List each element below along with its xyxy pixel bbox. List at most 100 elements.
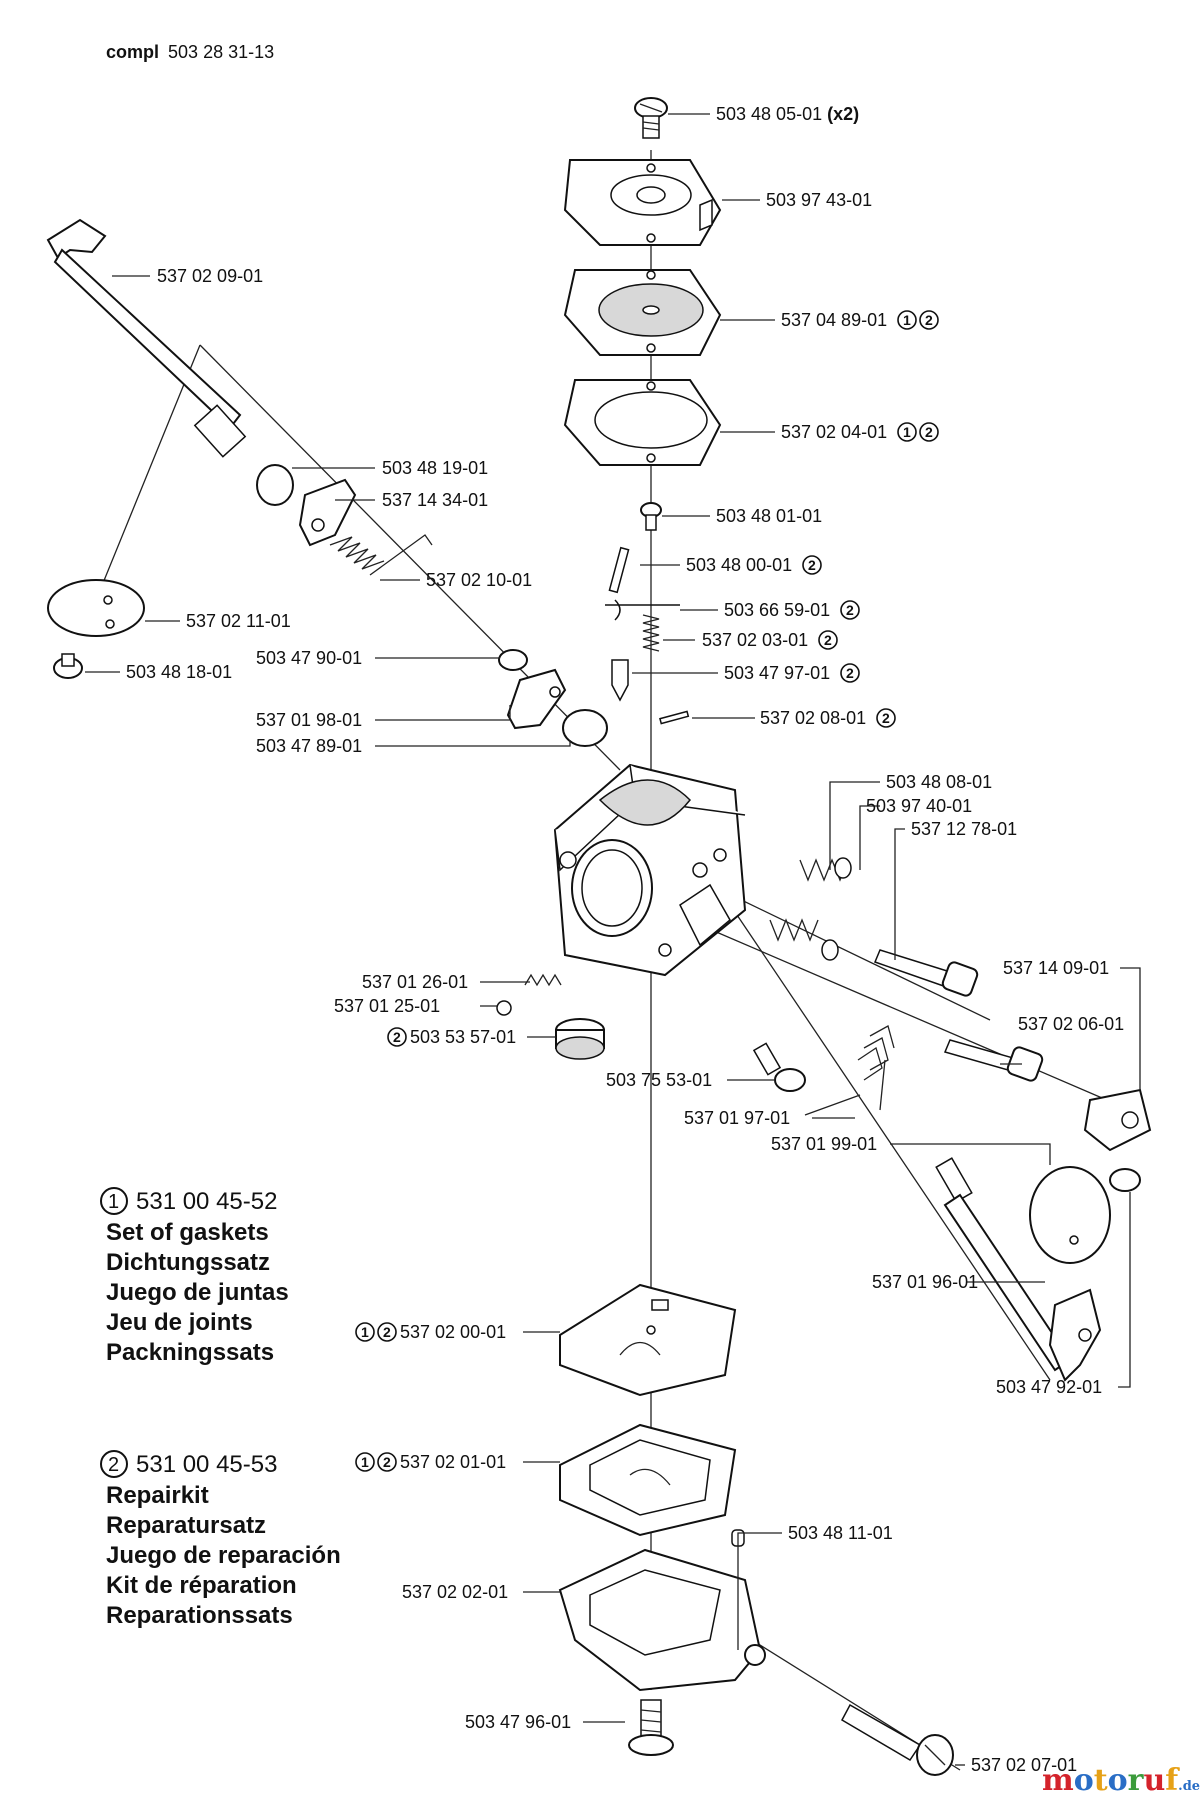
badge-p32-2: 2: [377, 1322, 397, 1342]
bottom-screw-drawing: [628, 1699, 674, 1756]
part-label-p01: 503 48 05-01(x2): [716, 104, 859, 124]
svg-text:2: 2: [925, 424, 933, 440]
part-label-p23: 537 14 09-01: [1003, 958, 1109, 978]
svg-text:2: 2: [808, 557, 816, 573]
part-label-p24: 537 01 26-01: [362, 972, 468, 992]
badge-p34-2: 2: [377, 1452, 397, 1472]
svg-text:2: 2: [383, 1454, 391, 1470]
svg-text:1: 1: [108, 1191, 119, 1213]
carburetor-body-drawing: [553, 763, 747, 977]
kit-name-1-en: Set of gaskets: [106, 1219, 269, 1246]
header-prefix: compl: [106, 42, 159, 62]
part-label-p21: 503 97 40-01: [866, 796, 972, 816]
kit-name-1-fr: Jeu de joints: [106, 1309, 253, 1336]
part-label-p20: 503 48 08-01: [886, 772, 992, 792]
part-drawings: [46, 97, 1152, 1776]
throttle-shaft-drawing: [46, 218, 433, 576]
kit-name-1-de: Dichtungssatz: [106, 1249, 270, 1276]
badge-p03-2: 2: [919, 310, 939, 330]
svg-text:2: 2: [393, 1029, 401, 1045]
svg-text:2: 2: [383, 1324, 391, 1340]
svg-text:1: 1: [361, 1454, 369, 1470]
part-label-p14: 503 47 90-01: [256, 648, 362, 668]
part-label-p15: 503 48 18-01: [126, 662, 232, 682]
kit-number-2: 531 00 45-53: [136, 1451, 277, 1478]
part-label-p16: 503 47 97-01: [724, 663, 830, 683]
kit-name-2-fr: Kit de réparation: [106, 1572, 297, 1599]
part-label-p11: 537 02 11-01: [186, 611, 291, 631]
kit-name-1-es: Juego de juntas: [106, 1279, 289, 1306]
cover-plate-drawing: [563, 159, 722, 246]
svg-text:2: 2: [882, 710, 890, 726]
part-label-p10: 537 02 10-01: [426, 570, 532, 590]
part-label-p32: 537 02 00-01: [400, 1322, 506, 1342]
throttle-plate-drawing: [47, 579, 145, 679]
part-label-p38: 537 02 07-01: [971, 1755, 1077, 1775]
kit-name-1-sv: Packningssats: [106, 1339, 274, 1366]
part-label-p07: 537 14 34-01: [382, 490, 488, 510]
kit-name-2-en: Repairkit: [106, 1482, 209, 1509]
kit-badge-1: 1: [100, 1187, 128, 1215]
watermark-logo: motoruf.de: [1042, 1763, 1200, 1798]
kit-name-2-sv: Reparationssats: [106, 1602, 293, 1629]
svg-text:2: 2: [824, 632, 832, 648]
kit-legend-gaskets: 1 531 00 45-52 Set of gaskets Dichtungss…: [100, 1187, 289, 1366]
svg-text:1: 1: [361, 1324, 369, 1340]
part-label-p22: 537 12 78-01: [911, 819, 1017, 839]
badge-p12-1: 2: [840, 600, 860, 620]
badge-p34-1: 1: [355, 1452, 375, 1472]
badge-p03-1: 1: [897, 310, 917, 330]
kit-legend-repair: 2 531 00 45-53 Repairkit Reparatursatz J…: [100, 1450, 341, 1629]
part-labels: 503 48 05-01(x2) 503 97 43-01 537 04 89-…: [126, 104, 1124, 1775]
svg-text:1: 1: [903, 424, 911, 440]
part-label-p12: 503 66 59-01: [724, 600, 830, 620]
svg-text:2: 2: [846, 665, 854, 681]
pump-cover-drawing: [558, 1529, 766, 1692]
svg-text:2: 2: [925, 312, 933, 328]
part-label-p19: 503 47 89-01: [256, 736, 362, 756]
part-label-p08: 503 48 01-01: [716, 506, 822, 526]
part-label-p18: 537 01 98-01: [256, 710, 362, 730]
small-screw-drawing: [640, 502, 662, 531]
kit-name-2-de: Reparatursatz: [106, 1512, 266, 1539]
lower-gasket-drawing: [559, 1283, 737, 1397]
badge-p16-1: 2: [840, 663, 860, 683]
badge-p09-1: 2: [802, 555, 822, 575]
badge-p32-1: 1: [355, 1322, 375, 1342]
kit-number-1: 531 00 45-52: [136, 1188, 277, 1215]
part-label-p02: 503 97 43-01: [766, 190, 872, 210]
choke-shaft-drawing: [935, 1157, 1141, 1382]
part-label-p28: 503 75 53-01: [606, 1070, 712, 1090]
badge-p27-1: 2: [387, 1027, 407, 1047]
badge-p17-1: 2: [876, 708, 896, 728]
part-label-p31: 537 01 96-01: [872, 1272, 978, 1292]
svg-text:2: 2: [108, 1454, 119, 1476]
part-label-p03: 537 04 89-01: [781, 310, 887, 330]
part-label-p09: 503 48 00-01: [686, 555, 792, 575]
badge-p05-1: 1: [897, 422, 917, 442]
part-label-p27: 503 53 57-01: [410, 1027, 516, 1047]
part-label-p17: 537 02 08-01: [760, 708, 866, 728]
part-label-p35: 503 48 11-01: [788, 1523, 893, 1543]
lever-drawing: [498, 649, 608, 747]
angled-screw-drawing: [840, 1703, 954, 1776]
kit-name-2-es: Juego de reparación: [106, 1542, 341, 1569]
part-label-p25: 537 01 25-01: [334, 996, 440, 1016]
gasket-drawing: [563, 379, 722, 466]
part-label-p05: 537 02 04-01: [781, 422, 887, 442]
diaphragm-drawing: [563, 269, 722, 356]
part-label-p34: 537 02 01-01: [400, 1452, 506, 1472]
kit-badge-2: 2: [100, 1450, 128, 1478]
top-screw-drawing: [634, 97, 668, 139]
badge-p05-2: 2: [919, 422, 939, 442]
part-label-p06: 503 48 19-01: [382, 458, 488, 478]
part-label-p13: 537 02 03-01: [702, 630, 808, 650]
part-label-p26: 537 02 06-01: [1018, 1014, 1124, 1034]
header-assembly-number: compl 503 28 31-13: [106, 42, 274, 62]
part-label-p29: 537 01 97-01: [684, 1108, 790, 1128]
leader-lines: [85, 113, 1141, 1766]
svg-text:1: 1: [903, 312, 911, 328]
part-label-p37: 503 47 96-01: [465, 1712, 571, 1732]
part-label-p30: 537 01 99-01: [771, 1134, 877, 1154]
